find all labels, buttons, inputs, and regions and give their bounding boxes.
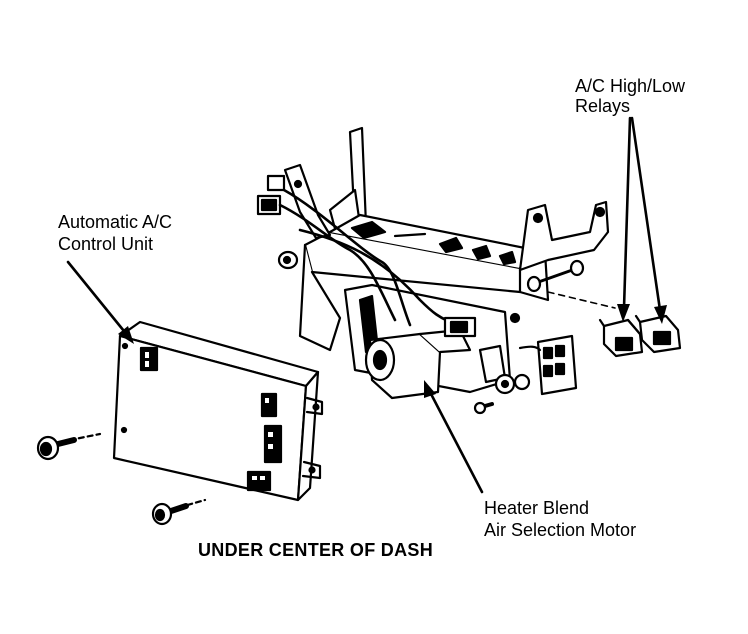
ac-relays [598,314,682,358]
control-unit-label-line2: Control Unit [58,234,154,254]
motor-label-line1: Heater Blend [484,498,590,518]
blend-motor [364,316,578,415]
motor-label-line2: Air Selection Motor [484,520,637,540]
wiring-harness [278,188,462,327]
relays-label-line1: A/C High/Low [575,76,686,96]
relays-label-line2: Relays [575,96,631,116]
diagram-caption: UNDER CENTER OF DASH [198,540,434,560]
control-unit-label-line1: Automatic A/C [58,212,173,232]
control-unit-box [112,320,324,502]
mounting-bolt-left [36,432,102,461]
mounting-bolt-bottom [151,498,207,526]
callout-arrows [66,116,667,494]
